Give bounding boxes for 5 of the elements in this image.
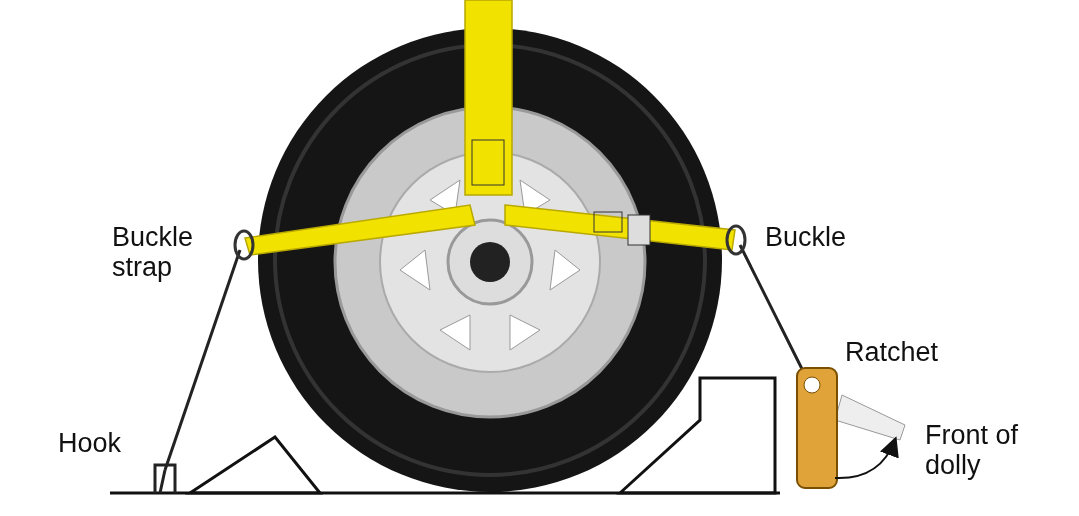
part-label: Buckle strap (112, 222, 195, 282)
part-label: Hook (58, 428, 122, 458)
part-label: Front of dolly (925, 420, 1020, 480)
part-label: Buckle (765, 222, 847, 252)
part-label: Ratchet (845, 337, 939, 367)
